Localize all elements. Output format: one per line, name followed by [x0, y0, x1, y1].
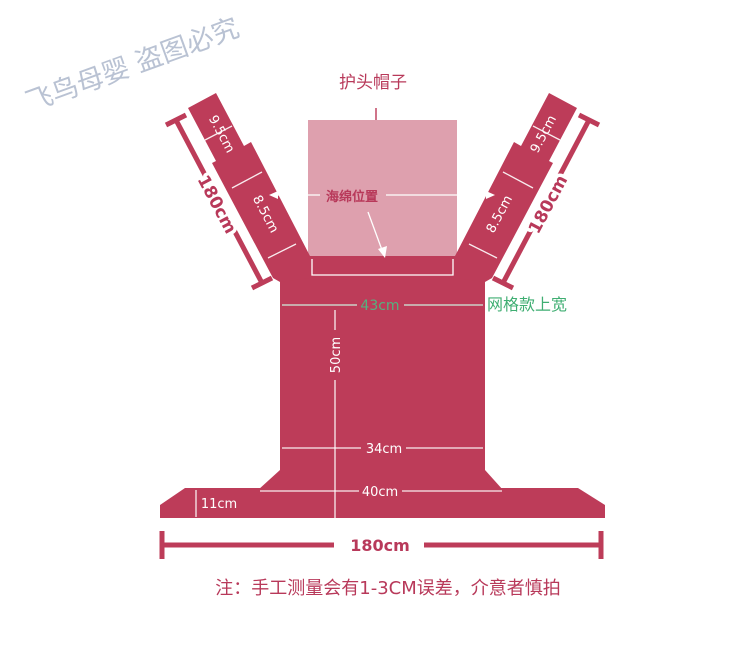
sponge-label: 海绵位置 [326, 189, 378, 205]
carrier-body [160, 256, 605, 518]
body-mid-width: 34cm [366, 442, 402, 457]
left-strap-length-bracket [164, 112, 274, 291]
body-lower-width: 40cm [362, 485, 398, 500]
mesh-top-width-label: 网格款上宽 [487, 295, 567, 314]
strap-ticks [204, 125, 561, 259]
sponge-arrows [269, 191, 495, 258]
sponge-bracket [311, 259, 454, 276]
hood-label: 护头帽子 [339, 73, 407, 93]
right-strap-length-bracket [491, 112, 601, 291]
right-strap [455, 93, 577, 282]
left-strap [188, 93, 310, 282]
body-top-width: 43cm [360, 298, 399, 314]
belt-height: 11cm [201, 497, 237, 512]
measurement-note: 注：手工测量会有1-3CM误差，介意者慎拍 [215, 578, 561, 599]
hood-panel [308, 120, 457, 258]
belt-length-bracket [159, 531, 604, 559]
body-height: 50cm [329, 337, 344, 373]
belt-length: 180cm [350, 536, 410, 555]
